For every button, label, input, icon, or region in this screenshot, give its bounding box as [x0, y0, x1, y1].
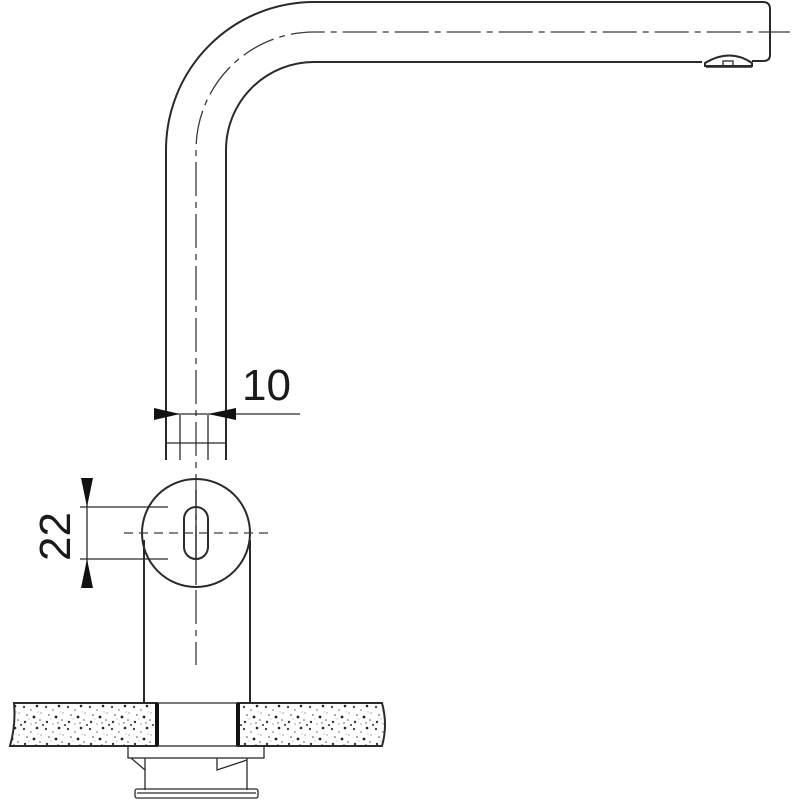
- lever-handle: [124, 478, 268, 588]
- arrow-left-icon: [208, 408, 236, 420]
- mounting-flange: [127, 745, 265, 790]
- dimension-label-10: 10: [242, 361, 291, 410]
- dimension-label-22: 22: [31, 512, 80, 561]
- arrow-up-icon: [81, 559, 93, 588]
- arrow-down-icon: [81, 478, 93, 507]
- fixing-nut: [134, 788, 259, 799]
- arrow-right-icon: [154, 408, 180, 420]
- dimension-handle-height: 22: [31, 478, 168, 588]
- dimension-pipe-diameter: 10: [154, 361, 300, 460]
- faucet-body: [143, 540, 251, 703]
- spout-pipe: [165, 1, 790, 560]
- countertop: [8, 702, 386, 747]
- aerator-nozzle: [704, 54, 753, 68]
